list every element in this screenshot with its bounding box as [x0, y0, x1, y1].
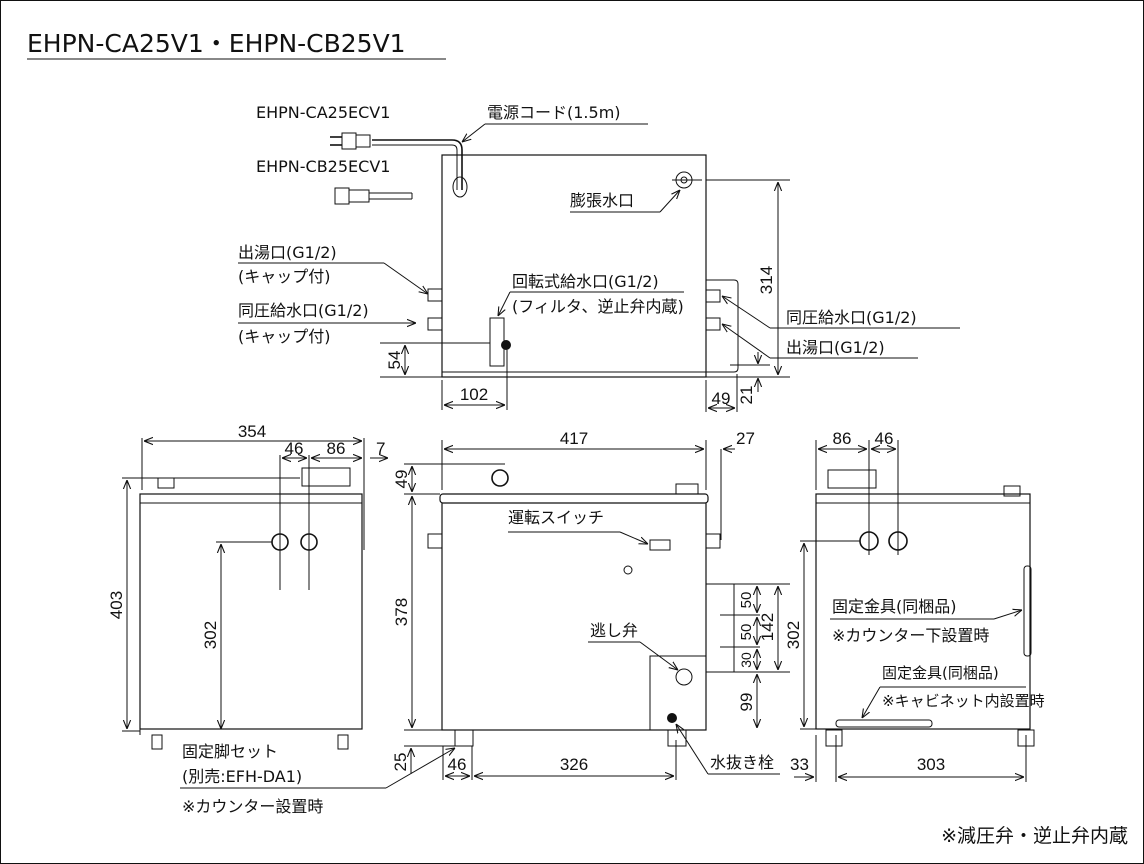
top-fitting-icon — [301, 467, 351, 487]
dim-leg-offset: 46 — [448, 755, 467, 774]
footnote: ※減圧弁・逆止弁内蔵 — [941, 825, 1128, 847]
hot-outlet-right-label: 出湯口(G1/2) — [786, 338, 885, 357]
counter-bracket-label: 固定金具(同梱品) — [832, 597, 957, 616]
front-view-body — [441, 494, 707, 731]
dim-depth: 314 — [757, 266, 776, 294]
top-view-body — [441, 154, 707, 378]
dim-width: 417 — [560, 429, 588, 448]
rotary-inlet-label: 回転式給水口(G1/2) — [512, 272, 659, 291]
dim-bracket-step3: 30 — [738, 652, 754, 668]
dim-port-offset: 86 — [327, 439, 346, 458]
hot-outlet-left-label: 出湯口(G1/2) — [238, 243, 337, 262]
dim-leg-spacing: 303 — [917, 755, 945, 774]
side-port-icon — [427, 533, 443, 549]
dim-bracket-offset: 21 — [737, 386, 756, 405]
inlet-left-icon — [427, 317, 443, 331]
top-fitting-icon — [157, 477, 175, 489]
rotary-inlet-note: (フィルタ、逆止弁内蔵) — [512, 297, 684, 316]
run-switch-icon — [649, 539, 671, 551]
run-switch-label: 運転スイッチ — [508, 508, 604, 527]
dim-leg-offset: 33 — [790, 755, 809, 774]
dim-port-spacing: 46 — [285, 439, 304, 458]
cap-note-2: (キャップ付) — [238, 327, 331, 346]
dim-height: 403 — [107, 591, 126, 619]
expansion-port-icon — [491, 469, 509, 487]
dim-leg-spacing: 326 — [560, 755, 588, 774]
right-bracket — [706, 279, 739, 373]
cabinet-bracket-label: 固定金具(同梱品) — [882, 664, 999, 682]
plug-type-b-icon — [334, 187, 413, 205]
top-fitting-icon — [1003, 485, 1021, 497]
leg-icon — [454, 729, 474, 747]
drain-plug-label: 水抜き栓 — [710, 753, 774, 772]
side-port-icon — [705, 533, 721, 549]
top-fitting-icon — [827, 469, 877, 489]
expansion-port-label: 膨張水口 — [570, 191, 634, 210]
dim-width: 354 — [238, 422, 266, 441]
counter-bracket-note: ※カウンター下設置時 — [832, 626, 989, 645]
dim-bracket-base: 99 — [737, 693, 756, 712]
inlet-right-icon — [705, 289, 721, 303]
front-bracket — [706, 583, 735, 673]
inlet-left-label: 同圧給水口(G1/2) — [238, 301, 369, 320]
cabinet-bracket-note: ※キャビネット内設置時 — [882, 692, 1045, 710]
cabinet-bracket — [835, 719, 933, 728]
leg-icon — [667, 729, 687, 747]
top-fitting-icon — [675, 483, 699, 495]
dim-right-offset: 27 — [736, 429, 755, 448]
dim-port-offset: 86 — [833, 429, 852, 448]
dim-bracket-step1: 50 — [738, 592, 755, 609]
screw-icon — [623, 565, 633, 575]
right-view-body — [815, 493, 1031, 730]
dim-leg-height: 25 — [391, 753, 410, 772]
dim-side-gap: 7 — [376, 439, 385, 458]
legs-model: (別売:EFH-DA1) — [182, 767, 302, 786]
dim-bracket-total: 142 — [758, 613, 777, 641]
legs-note: ※カウンター設置時 — [182, 797, 323, 816]
top-view: EHPN-CA25ECV1 EHPN-CB25ECV1 電源コード(1.5m) … — [238, 103, 960, 412]
power-cord — [372, 139, 463, 190]
legs-label: 固定脚セット — [182, 742, 278, 761]
relief-valve-icon — [675, 668, 693, 686]
cord-grommet — [452, 176, 468, 198]
leg-icon — [825, 729, 843, 747]
dim-inlet-height: 54 — [385, 351, 404, 370]
hot-outlet-left-icon — [427, 288, 443, 302]
dim-bracket-width: 49 — [712, 389, 731, 408]
right-view: 86 46 302 33 303 固定金具(同梱品) ※カウンター下設置時 固定… — [784, 429, 1045, 782]
dim-port-height: 302 — [784, 621, 803, 649]
page-title: EHPN-CA25V1・EHPN-CB25V1 — [27, 29, 406, 58]
dim-body-height: 378 — [392, 598, 411, 626]
dim-port-height: 302 — [201, 621, 220, 649]
drain-plug-icon — [667, 713, 677, 723]
front-view: 運転スイッチ 逃し弁 水抜き栓 417 27 49 378 25 46 326 — [391, 429, 790, 780]
power-cord-label: 電源コード(1.5m) — [487, 103, 621, 122]
plug-type-a-icon — [330, 132, 371, 150]
dim-top-fitting: 49 — [392, 470, 411, 489]
leg-icon — [151, 734, 163, 750]
left-view: 354 46 86 7 403 302 固定脚セット (別売:EFH-DA1) … — [107, 422, 455, 816]
dim-port-spacing: 46 — [875, 429, 894, 448]
plug-model-b: EHPN-CB25ECV1 — [256, 157, 390, 176]
hot-outlet-right-icon — [705, 317, 721, 331]
left-view-body — [139, 493, 363, 730]
plug-model-a: EHPN-CA25ECV1 — [256, 103, 390, 122]
cap-note-1: (キャップ付) — [238, 267, 331, 286]
counter-bracket — [1023, 565, 1032, 657]
relief-valve-label: 逃し弁 — [590, 621, 638, 640]
leg-icon — [337, 734, 349, 750]
inlet-right-label: 同圧給水口(G1/2) — [786, 308, 917, 327]
dim-inlet-offset: 102 — [460, 385, 488, 404]
dim-bracket-step2: 50 — [738, 624, 755, 641]
